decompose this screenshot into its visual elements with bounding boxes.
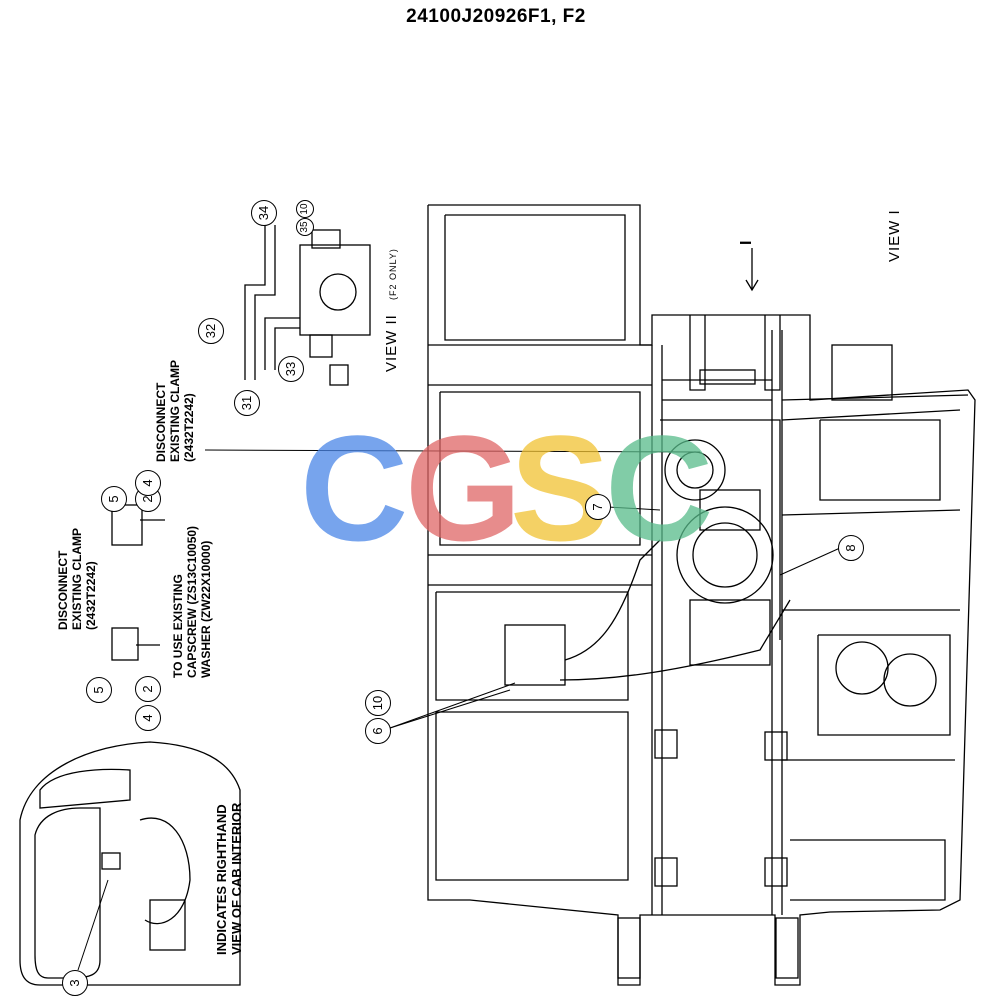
leader-lines <box>77 449 841 971</box>
callout-10-detail: 10 <box>296 200 314 218</box>
clamp-right-line-3: (2432T2242) <box>181 393 196 462</box>
callout-35: 35 <box>296 218 314 236</box>
view-one-label: VIEW I <box>886 209 903 262</box>
cab-note-line-2: VIEW OF CAB INTERIOR <box>228 802 244 955</box>
view-two-detail <box>244 225 371 386</box>
callout-2-lower: 2 <box>135 676 161 702</box>
cgsc-watermark: C G S C <box>300 420 710 560</box>
watermark-letter-1: C <box>300 420 408 560</box>
callout-5-upper: 5 <box>101 486 127 512</box>
clamp-right-note: DISCONNECT EXISTING CLAMP (2432T2242) <box>154 359 196 462</box>
view-arrow-label: I <box>738 239 755 245</box>
clamp-right-line-2: EXISTING CLAMP <box>167 359 182 462</box>
clamp-left-line-2: EXISTING CLAMP <box>69 527 84 630</box>
drawing-title: 24100J20926F1, F2 <box>406 6 586 27</box>
chassis-frame <box>427 204 976 986</box>
capscrew-line-2: CAPSCREW (ZS13C10050) <box>184 525 199 678</box>
cab-interior-note: INDICATES RIGHTHAND VIEW OF CAB INTERIOR <box>214 802 245 955</box>
clamp-left-line-1: DISCONNECT <box>56 550 70 630</box>
clamp-left-line-3: (2432T2242) <box>83 561 98 630</box>
callout-8: 8 <box>838 535 864 561</box>
capscrew-line-3: WASHER (ZW22X10000) <box>198 540 213 678</box>
callout-4-lower: 4 <box>135 705 161 731</box>
cab-interior <box>19 741 241 986</box>
callout-6: 6 <box>365 718 391 744</box>
clamp-right-line-1: DISCONNECT <box>154 382 168 462</box>
callout-3: 3 <box>62 970 88 996</box>
callout-31: 31 <box>234 390 260 416</box>
callout-33: 33 <box>278 356 304 382</box>
clamp-details <box>111 504 165 661</box>
watermark-letter-2: G <box>405 420 522 560</box>
watermark-letter-3: S <box>510 420 610 560</box>
capscrew-line-1: TO USE EXISTING <box>171 574 185 678</box>
callout-7: 7 <box>585 494 611 520</box>
frame-brackets <box>617 729 799 979</box>
cab-note-line-1: INDICATES RIGHTHAND <box>214 804 229 955</box>
capscrew-note: TO USE EXISTING CAPSCREW (ZS13C10050) WA… <box>171 525 213 678</box>
view-two-note: (F2 ONLY) <box>388 248 398 300</box>
callout-5-lower: 5 <box>86 677 112 703</box>
callout-10: 10 <box>365 690 391 716</box>
clamp-left-note: DISCONNECT EXISTING CLAMP (2432T2242) <box>56 527 98 630</box>
callout-32: 32 <box>198 318 224 344</box>
callout-34: 34 <box>251 200 277 226</box>
hydraulic-assembly <box>504 419 791 686</box>
view-arrow <box>745 248 759 292</box>
watermark-letter-4: C <box>605 420 710 560</box>
view-two-label: VIEW II <box>383 314 400 372</box>
callout-4-upper: 4 <box>135 470 161 496</box>
